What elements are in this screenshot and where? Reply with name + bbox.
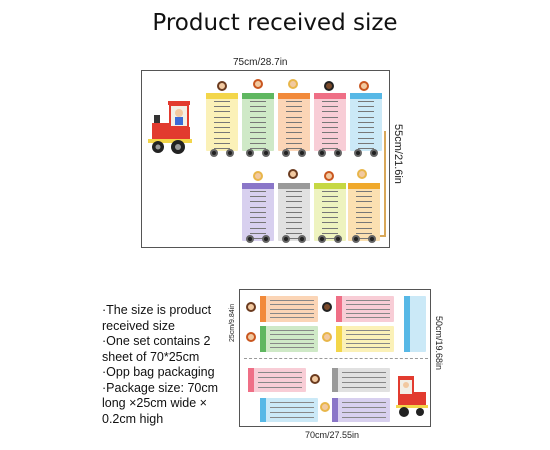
child-figure-icon [324,81,334,91]
child-figure-icon [217,81,227,91]
train-car-green [242,93,274,151]
train-car-pink [314,93,346,151]
track-rail [384,131,386,235]
bottom-height-label: 50cm/19.68in [434,316,444,371]
wheel-icon [334,235,342,243]
child-figure-icon [288,79,298,89]
note-line: ·The size is product received size [102,303,212,333]
train-car-gray [278,183,310,241]
wheel-icon [226,149,234,157]
wheel-icon [298,235,306,243]
child-figure-icon [359,81,369,91]
wheel-icon [262,235,270,243]
train-engine-icon [396,376,428,417]
child-figure-icon [322,302,332,312]
train-car-pink [248,368,306,392]
wheel-icon [334,149,342,157]
wheel-icon [318,235,326,243]
train-car-orange [260,296,318,322]
train-car-blue [260,398,318,422]
wheel-icon [282,235,290,243]
child-figure-icon [357,169,367,179]
train-car-yellow [336,326,394,352]
train-car-orange [278,93,310,151]
sheet-height-label: 25cm/9.84in [229,303,236,342]
sheet-divider [244,358,428,359]
train-car-purple [332,398,390,422]
note-line: ·One set contains 2 sheet of 70*25cm [102,334,211,364]
train-car-green [260,326,318,352]
train-car-gray [332,368,390,392]
train-car-purple [242,183,274,241]
wheel-icon [368,235,376,243]
top-height-label: 55cm/21.6in [392,124,404,184]
train-car-yellow [206,93,238,151]
train-car-amber [348,183,380,241]
product-notes: ·The size is product received size ·One … [102,303,237,427]
child-figure-icon [253,171,263,181]
child-figure-icon [246,332,256,342]
child-figure-icon [310,374,320,384]
top-width-label: 75cm/28.7in [233,57,288,68]
wheel-icon [298,149,306,157]
child-figure-icon [253,79,263,89]
train-car-lime [314,183,346,241]
note-line: ·Package size: 70cm long ×25cm wide × 0.… [102,380,219,426]
wheel-icon [246,235,254,243]
bottom-width-label: 70cm/27.55in [305,430,360,440]
child-figure-icon [320,402,330,412]
wheel-icon [210,149,218,157]
train-engine-icon [148,101,192,154]
page-title: Product received size [152,10,398,36]
child-figure-icon [288,169,298,179]
wheel-icon [246,149,254,157]
train-car-blue [404,296,426,352]
bottom-panel [239,289,431,427]
wheel-icon [352,235,360,243]
wheel-icon [354,149,362,157]
wheel-icon [318,149,326,157]
child-figure-icon [322,332,332,342]
wheel-icon [262,149,270,157]
train-car-pink [336,296,394,322]
wheel-icon [282,149,290,157]
child-figure-icon [324,171,334,181]
note-line: ·Opp bag packaging [102,365,215,379]
top-panel [141,70,390,248]
wheel-icon [370,149,378,157]
train-car-blue [350,93,382,151]
child-figure-icon [246,302,256,312]
